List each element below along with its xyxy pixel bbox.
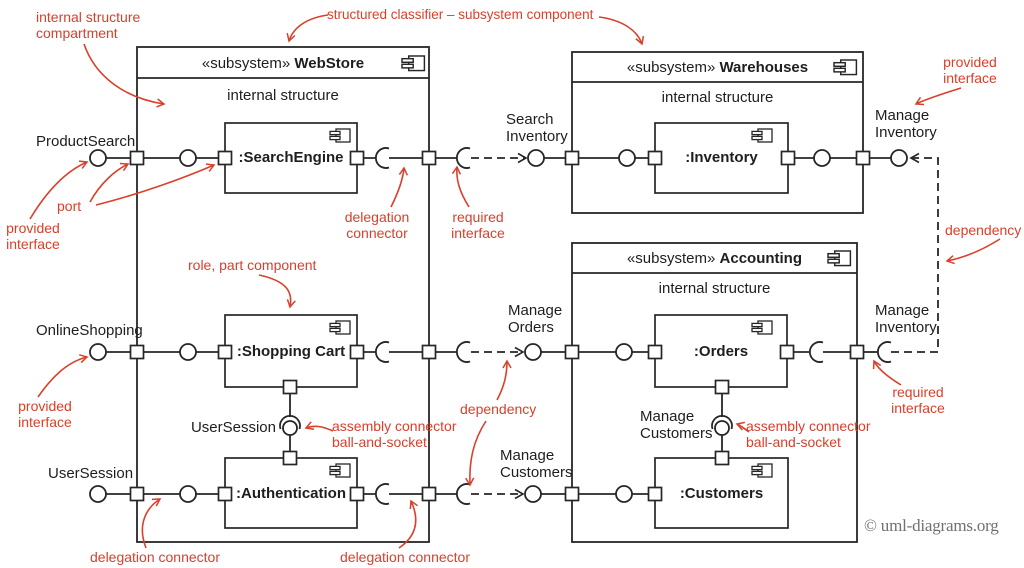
annotation-dependency-middle: dependency [460,401,537,417]
warehouses-name: Warehouses [719,59,809,76]
warehouses-compartment-label: internal structure [661,89,774,106]
accounting-header: «subsystem» Accounting [572,250,857,267]
annotation-provided-interface-left-lower: provided interface [18,398,72,431]
inventory-name: :Inventory [685,149,758,166]
warehouses-header: «subsystem» Warehouses [572,59,863,76]
online-shopping-label: OnlineShopping [36,322,143,339]
manage-inventory-provided-label: Manage Inventory [875,107,937,141]
product-search-label: ProductSearch [36,133,136,150]
required-interface-sockets [279,147,892,505]
manage-inventory-required-label: Manage Inventory [875,302,937,336]
port-squares [129,150,871,502]
annotation-provided-interface-top-right: provided interface [943,54,997,87]
annotation-dependency-right: dependency [945,222,1022,238]
annotation-internal-structure-compartment: internal structure compartment [36,9,141,42]
customers-name: :Customers [679,485,764,502]
annotation-structured-classifier: structured classifier – subsystem compon… [327,7,594,22]
searchengine-name: :SearchEngine [238,149,344,166]
annotation-delegation-connector-bottom-left: delegation connector [90,549,220,565]
shoppingcart-name: :Shopping Cart [236,343,346,360]
accounting-name: Accounting [719,250,803,267]
manage-orders-label: Manage Orders [508,302,563,336]
annotation-assembly-connector-right: assembly connector ball-and-socket [746,418,871,451]
authentication-name: :Authentication [236,485,346,502]
annotation-required-interface-right: required interface [891,384,945,417]
manage-inventory-dependency [891,152,939,353]
user-session-assembly-label: UserSession [190,419,276,436]
webstore-compartment-label: internal structure [227,87,339,104]
user-session-port-label: UserSession [48,465,134,482]
annotation-assembly-connector-left: assembly connector ball-and-socket [332,418,457,451]
annotation-delegation-connector-top: delegation connector [344,209,410,242]
manage-customers-assembly-label: Manage Customers [640,408,713,442]
dependency-dashed-lines [471,152,939,500]
annotation-delegation-connector-bottom-middle: delegation connector [340,549,470,565]
search-inventory-label: Search Inventory [506,111,568,145]
annotation-port: port [57,198,82,214]
webstore-header: «subsystem» WebStore [137,55,429,72]
webstore-stereotype: «subsystem» [201,55,291,72]
assembly-ball-right [714,420,730,436]
annotation-arrows [29,14,1001,549]
manage-customers-flow-label: Manage Customers [500,447,573,481]
annotation-required-interface-top: required interface [451,209,505,242]
accounting-stereotype: «subsystem» [626,250,716,267]
webstore-name: WebStore [294,55,365,72]
warehouses-stereotype: «subsystem» [626,59,716,76]
provided-interface-balls [89,149,908,503]
annotation-provided-interface-left: provided interface [6,220,60,253]
component-boxes [224,122,789,529]
orders-name: :Orders [693,343,749,360]
assembly-socket-right [711,415,733,430]
accounting-compartment-label: internal structure [658,280,771,297]
assembly-ball-left [282,420,298,436]
copyright-notice: © uml-diagrams.org [864,516,999,535]
annotation-role-part-component: role, part component [188,257,317,273]
assembly-socket-left [279,415,301,430]
